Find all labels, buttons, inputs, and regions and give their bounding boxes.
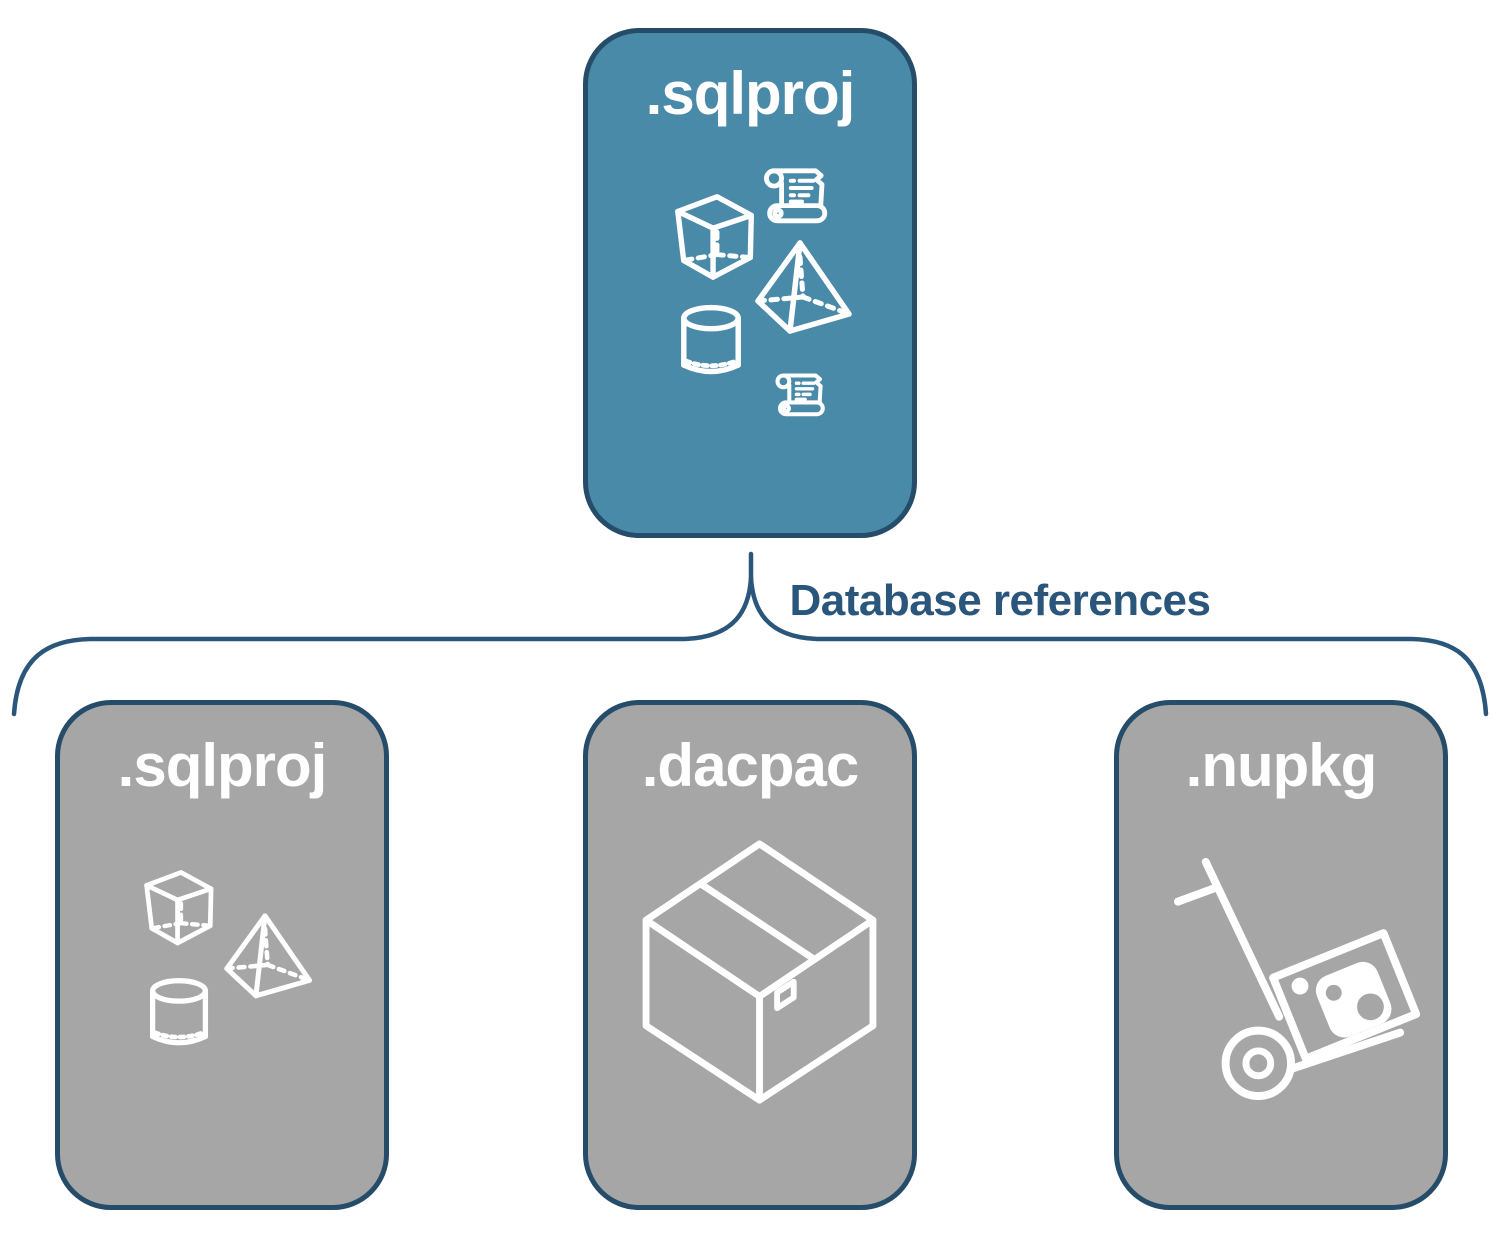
scroll-icon [758,159,838,233]
database-cylinder-icon [677,303,745,385]
pyramid-icon [745,235,855,335]
pyramid-icon [215,908,315,1000]
hand-truck-package-icon [1174,858,1422,1106]
database-cylinder-icon [146,976,212,1056]
scroll-icon [771,366,833,424]
cube-icon [138,863,224,949]
card-sqlproj-child: .sqlproj [55,700,389,1210]
card-sqlproj-parent: .sqlproj [583,28,917,538]
card-title-sqlproj-child: .sqlproj [117,732,328,799]
card-title-sqlproj-parent: .sqlproj [645,60,856,127]
card-nupkg: .nupkg [1114,700,1448,1210]
connector-label: Database references [789,576,1211,625]
card-title-dacpac: .dacpac [641,732,859,799]
card-dacpac: .dacpac [583,700,917,1210]
cube-icon [668,186,766,284]
card-title-nupkg: .nupkg [1185,732,1378,799]
package-box-icon [642,838,877,1104]
